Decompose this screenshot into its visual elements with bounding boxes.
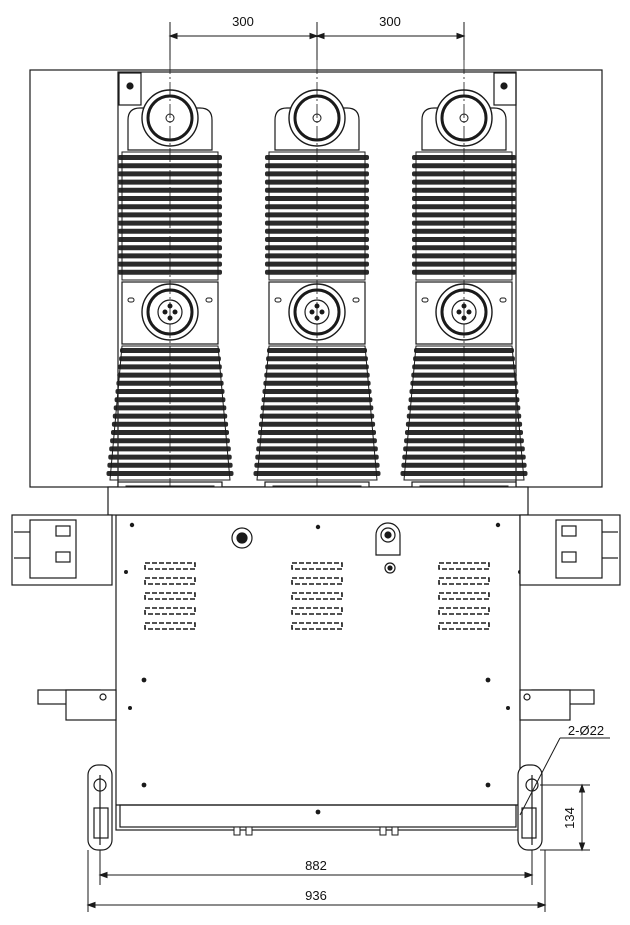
- side-handles: [37, 689, 595, 721]
- vent-slot: [144, 577, 196, 585]
- dim-overall-width: 936: [305, 888, 327, 903]
- vent-slot: [144, 607, 196, 615]
- vent-slot: [291, 592, 343, 600]
- vent-slot: [144, 622, 196, 630]
- vent-slot: [291, 577, 343, 585]
- side-contacts: [11, 514, 621, 586]
- vent-slot: [291, 622, 343, 630]
- mechanism-box: [107, 486, 529, 831]
- vent-slot: [291, 607, 343, 615]
- vent-slot: [438, 592, 490, 600]
- vent-slot: [438, 577, 490, 585]
- vent-slot: [438, 622, 490, 630]
- pole-1-lower-sheds: [109, 345, 231, 481]
- bottom-pins: [233, 826, 399, 836]
- wheel-assemblies: [87, 764, 543, 851]
- dimension-lines: [86, 22, 610, 912]
- dim-wheel-track: 882: [305, 858, 327, 873]
- dim-hole-height: 134: [562, 807, 577, 829]
- pole-columns: [106, 60, 528, 545]
- box-fixings: [124, 522, 522, 815]
- dim-phase-spacing-right: 300: [379, 14, 401, 29]
- dim-phase-spacing-left: 300: [232, 14, 254, 29]
- dim-mounting-holes: 2-Ø22: [568, 723, 604, 738]
- vent-slot: [144, 562, 196, 570]
- pole-2-lower-sheds: [256, 345, 378, 481]
- vent-slot: [144, 592, 196, 600]
- vent-slot: [291, 562, 343, 570]
- indicator-knobs: [231, 522, 401, 574]
- pole-3-lower-sheds: [403, 345, 525, 481]
- vent-slot: [438, 562, 490, 570]
- ventilation-slots: [144, 562, 490, 630]
- vent-slot: [438, 607, 490, 615]
